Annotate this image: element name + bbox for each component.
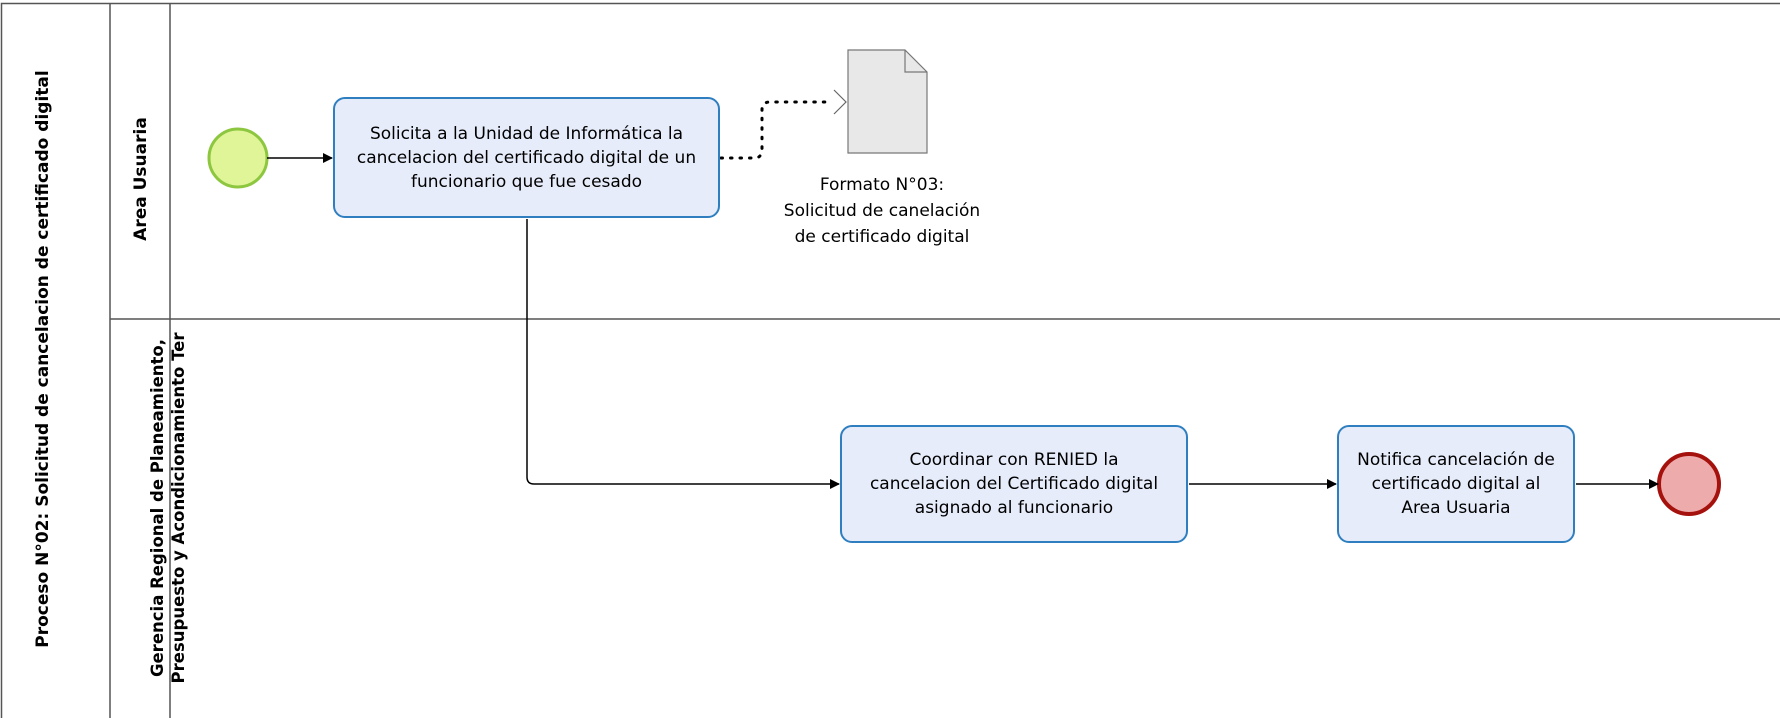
task-coordinar-renied[interactable]: Coordinar con RENIED la cancelacion del … (840, 425, 1188, 543)
pool-title: Proceso N°02: Solicitud de cancelacion d… (33, 70, 53, 648)
document-label: Formato N°03: Solicitud de canelación de… (783, 175, 981, 247)
task-coordinar-label: Coordinar con RENIED la cancelacion del … (869, 450, 1159, 518)
association-arrowhead (833, 89, 847, 115)
lane-label-line-2: Presupuesto y Acondicionamiento Ter (169, 332, 188, 684)
lane-label-line-1: Gerencia Regional de Planeamiento, (148, 338, 167, 678)
lane-label-gerencia: Gerencia Regional de Planeamiento, Presu… (142, 323, 194, 693)
lane-label-area-usuaria: Area Usuaria (131, 117, 151, 241)
flow-solicita-to-coordinar[interactable] (526, 219, 840, 489)
task-notifica-cancelacion[interactable]: Notifica cancelación de certificado digi… (1337, 425, 1575, 543)
data-association[interactable] (719, 100, 834, 160)
end-event[interactable] (1657, 452, 1721, 516)
task-solicita-label: Solicita a la Unidad de Informática la c… (356, 123, 697, 192)
document-icon[interactable] (847, 49, 928, 154)
task-notifica-label: Notifica cancelación de certificado digi… (1357, 450, 1555, 518)
start-event[interactable] (207, 127, 269, 189)
task-solicita-cancelacion[interactable]: Solicita a la Unidad de Informática la c… (333, 97, 720, 218)
